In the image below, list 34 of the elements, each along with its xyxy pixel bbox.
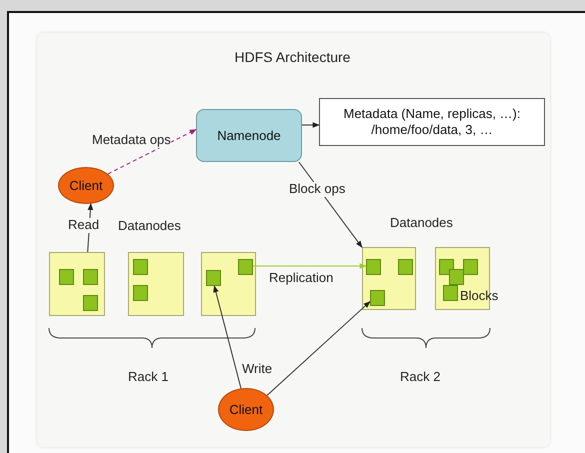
block-square <box>83 269 98 285</box>
block-square <box>443 285 458 301</box>
block-label: Blocks <box>460 289 498 304</box>
edge-label: Metadata ops <box>92 133 171 148</box>
block-square <box>133 259 148 275</box>
block-square <box>83 295 98 311</box>
datanode-box <box>49 252 105 316</box>
block-square <box>59 269 74 285</box>
rack-label: Rack 2 <box>400 370 440 385</box>
edge-label: Replication <box>269 271 334 286</box>
arrow <box>266 301 371 396</box>
group-label: Datanodes <box>390 216 453 231</box>
block-square <box>370 290 385 306</box>
datanode-box <box>128 252 184 316</box>
namenode-box: Namenode <box>196 109 302 162</box>
arrow <box>302 122 320 128</box>
block-square <box>463 259 478 275</box>
arrow <box>213 285 242 389</box>
block-square <box>238 259 253 275</box>
datanode-box <box>201 252 256 316</box>
datanode-box <box>362 247 416 310</box>
block-square <box>206 270 221 286</box>
block-square <box>366 259 381 275</box>
block-square <box>133 285 148 301</box>
diagram-title: HDFS Architecture <box>234 49 352 65</box>
edge-label: Block ops <box>289 182 346 197</box>
block-square <box>398 259 413 275</box>
arrow <box>252 263 367 269</box>
edge-label: Read <box>68 218 100 233</box>
metadata-box: Metadata (Name, replicas, …): /home/foo/data, 3, … <box>319 98 545 146</box>
arrow <box>107 129 197 174</box>
group-label: Datanodes <box>118 219 181 234</box>
rack-label: Rack 1 <box>128 370 168 385</box>
block-square <box>449 269 464 285</box>
